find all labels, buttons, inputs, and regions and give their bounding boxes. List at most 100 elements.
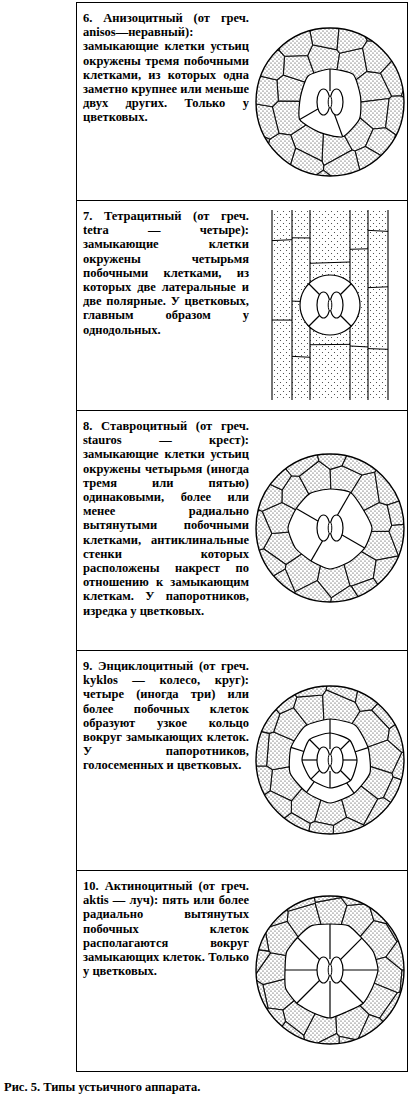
epidermal-cell — [294, 581, 331, 617]
epidermal-cell — [262, 191, 299, 206]
type-description: 9. Энциклоцитный (от греч. kyklos — коле… — [83, 659, 249, 773]
epidermis — [226, 866, 413, 1074]
cell-wall — [368, 230, 388, 231]
epidermal-cell — [226, 835, 272, 864]
epidermal-cell — [226, 1032, 229, 1047]
epidermal-cell — [260, 429, 294, 462]
epidermal-cell — [385, 452, 413, 482]
epidermal-cell — [399, 555, 413, 591]
epidermal-cell — [381, 54, 409, 96]
epidermal-cell — [239, 818, 279, 857]
epidermal-cell — [275, 595, 312, 632]
epidermal-cell — [412, 727, 413, 755]
epidermal-cell — [395, 681, 413, 716]
epidermal-cell — [352, 426, 386, 459]
epidermal-cell — [373, 424, 411, 440]
subsidiary-cells — [299, 69, 361, 137]
epidermal-cell — [389, 866, 413, 884]
epidermal-cell — [274, 626, 294, 632]
epidermal-cell — [269, 687, 297, 714]
epidermal-cell — [367, 853, 395, 864]
epidermal-cell — [400, 424, 413, 466]
epidermal-cell — [342, 443, 377, 475]
epidermal-cell — [323, 150, 360, 182]
epidermal-cell — [282, 656, 318, 681]
epidermis — [226, 0, 413, 206]
cell-wall — [310, 344, 350, 345]
epidermal-cell — [254, 701, 280, 734]
epidermal-cell — [276, 813, 310, 849]
epidermal-cell — [372, 696, 407, 729]
epidermal-cell — [360, 2, 393, 41]
epidermal-cell — [266, 656, 286, 663]
type-description: 10. Актиноцитный (от греч. aktis — луч):… — [83, 879, 249, 978]
cell-wall — [292, 356, 310, 358]
epidermal-cell — [333, 0, 369, 27]
epidermal-cell — [299, 0, 334, 31]
epidermal-cell — [391, 845, 413, 864]
epidermal-cell — [400, 967, 413, 998]
cell-wall — [340, 534, 365, 549]
epidermal-cell — [372, 0, 413, 23]
epidermal-cell — [330, 608, 351, 632]
type-description: 7. Тетрацитный (от греч. tetra — четыре)… — [83, 209, 249, 337]
epidermal-cell — [364, 798, 401, 832]
epidermal-cell — [410, 903, 413, 941]
epidermal-cell — [226, 821, 242, 847]
cell-wall — [296, 509, 320, 523]
epidermal-cell — [292, 175, 317, 206]
cell-wall — [341, 969, 378, 970]
cell-wall — [292, 237, 310, 238]
cell-wall — [291, 210, 292, 400]
subsidiary-cells — [285, 924, 378, 1018]
cell-wall — [334, 112, 343, 136]
epidermal-cell — [280, 879, 316, 911]
epidermal-cell — [405, 53, 413, 79]
cell-wall — [338, 978, 363, 1003]
epidermal-cell — [286, 424, 322, 450]
epidermal-cell — [310, 21, 339, 49]
view-circle — [256, 896, 404, 1044]
epidermal-cell — [254, 549, 286, 585]
epidermis-strip — [272, 210, 388, 400]
epidermal-cell — [315, 656, 347, 681]
actino-stoma — [226, 866, 413, 1074]
epidermal-cell — [398, 1013, 413, 1050]
epidermal-cell — [340, 1051, 381, 1074]
view-circle — [256, 454, 404, 602]
type-row: 10. Актиноцитный (от греч. aktis — луч):… — [76, 870, 408, 1072]
epidermal-cell — [290, 669, 327, 697]
epidermal-cell — [271, 832, 306, 860]
epidermal-cell — [339, 203, 364, 206]
stomatal-pore — [328, 96, 332, 108]
type-row: 7. Тетрацитный (от греч. tetra — четыре)… — [76, 200, 408, 410]
cell-wall — [329, 924, 330, 959]
cell-wall — [350, 248, 368, 249]
cell-wall — [354, 748, 368, 753]
epidermal-cell — [388, 717, 413, 752]
epidermal-cell — [226, 959, 245, 1000]
epidermal-cell — [227, 131, 270, 167]
epidermal-cell — [286, 866, 312, 882]
cell-wall — [272, 320, 292, 321]
subsidiary-cells — [288, 489, 372, 569]
epidermal-cell — [241, 612, 278, 632]
epidermal-cell — [294, 627, 312, 632]
epidermis — [226, 424, 413, 632]
epidermal-cell — [399, 656, 413, 681]
type-row: 9. Энциклоцитный (от греч. kyklos — коле… — [76, 650, 408, 870]
cell-wall — [336, 492, 351, 518]
epidermal-cell — [408, 479, 413, 507]
epidermal-cell — [251, 103, 279, 139]
subsidiary-cells — [300, 275, 360, 335]
epidermal-cell — [255, 50, 284, 80]
epidermal-cell — [358, 1015, 392, 1053]
epidermal-cell — [385, 814, 413, 847]
epidermal-cell — [358, 168, 393, 198]
epidermal-cell — [226, 1043, 251, 1074]
cell-wall — [350, 345, 368, 347]
cell-wall — [272, 239, 292, 241]
cell-wall — [387, 210, 388, 400]
cell-wall — [329, 981, 330, 1018]
